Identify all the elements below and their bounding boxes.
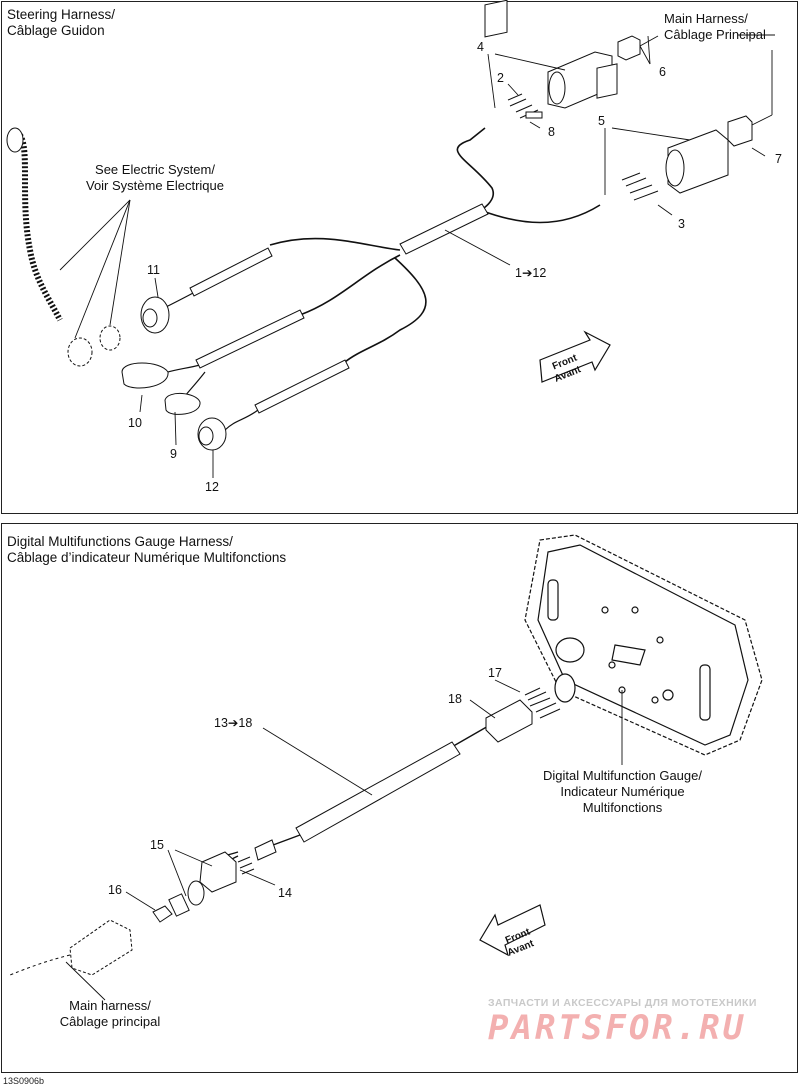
callout-8: 8 xyxy=(548,125,555,139)
wire-to-10 xyxy=(299,254,401,316)
sleeve-10 xyxy=(195,309,305,369)
gauge-wire-top xyxy=(449,724,491,749)
callout-12: 12 xyxy=(205,480,219,494)
main-harness-label-en: Main Harness/ xyxy=(664,11,748,26)
callout-9: 9 xyxy=(170,447,177,461)
steering-title-en: Steering Harness/ xyxy=(7,7,116,22)
wire-to-11 xyxy=(269,237,401,251)
callout-10: 10 xyxy=(128,416,142,430)
callout-15: 15 xyxy=(150,838,164,852)
connector-14 xyxy=(254,839,277,861)
callout-17: 17 xyxy=(488,666,502,680)
main-harness-bottom-fr: Câblage principal xyxy=(59,1014,161,1029)
gauge-label-line2: Indicateur Numérique xyxy=(560,784,685,799)
callout-14: 14 xyxy=(278,886,292,900)
callout-11: 11 xyxy=(147,263,160,277)
main-harness-bottom-en: Main harness/ xyxy=(69,998,151,1013)
electric-system-label-en: See Electric System/ xyxy=(95,162,215,177)
callout-3: 3 xyxy=(678,217,685,231)
connector-18 xyxy=(485,699,533,743)
connector-15-housing xyxy=(199,851,237,893)
watermark-logo: PARTSFOR.RU xyxy=(488,1008,747,1048)
connector-7 xyxy=(727,115,753,147)
gauge-label-line1: Digital Multifunction Gauge/ xyxy=(543,768,702,783)
callout-2: 2 xyxy=(497,71,504,85)
wire-main-to-conn5 xyxy=(479,204,601,224)
gauge-sleeve xyxy=(295,741,461,843)
wire-to-12 xyxy=(344,257,427,363)
figure-code: 13S0906b xyxy=(3,1076,45,1086)
sleeve-11 xyxy=(189,247,273,297)
electric-system-label-fr: Voir Système Electrique xyxy=(85,178,224,193)
callout-13-18: 13➔18 xyxy=(214,716,253,730)
main-harness-plug xyxy=(69,919,133,976)
sleeve-main xyxy=(399,203,489,255)
callout-5: 5 xyxy=(598,114,605,128)
sleeve-12 xyxy=(254,359,350,414)
connector-6 xyxy=(617,35,641,61)
lanyard-coil xyxy=(17,133,63,322)
main-harness-label-fr: Câblage Principal xyxy=(664,27,766,42)
callout-18: 18 xyxy=(448,692,462,706)
wire-12-end xyxy=(224,409,259,431)
callout-7: 7 xyxy=(775,152,782,166)
callout-16: 16 xyxy=(108,883,122,897)
front-arrow-bottom-icon xyxy=(479,904,546,957)
steering-title-fr: Câblage Guidon xyxy=(7,23,105,38)
front-arrow-top-icon xyxy=(539,330,611,383)
connector-4-body xyxy=(484,0,508,38)
steering-harness-panel xyxy=(1,1,798,514)
gauge-title-fr: Câblage d’indicateur Numérique Multifonc… xyxy=(7,550,287,565)
sensor-10 xyxy=(121,362,169,389)
callout-4: 4 xyxy=(477,40,484,54)
connector-3-body xyxy=(596,63,618,99)
callout-1-12: 1➔12 xyxy=(515,266,547,280)
watermark-tagline: ЗАПЧАСТИ И АКСЕССУАРЫ ДЛЯ МОТОТЕХНИКИ xyxy=(488,997,757,1009)
gauge-title-en: Digital Multifunctions Gauge Harness/ xyxy=(7,534,233,549)
gauge-label-line3: Multifonctions xyxy=(582,800,663,815)
connector-16 xyxy=(152,905,173,923)
callout-6: 6 xyxy=(659,65,666,79)
sensor-9 xyxy=(164,393,201,415)
